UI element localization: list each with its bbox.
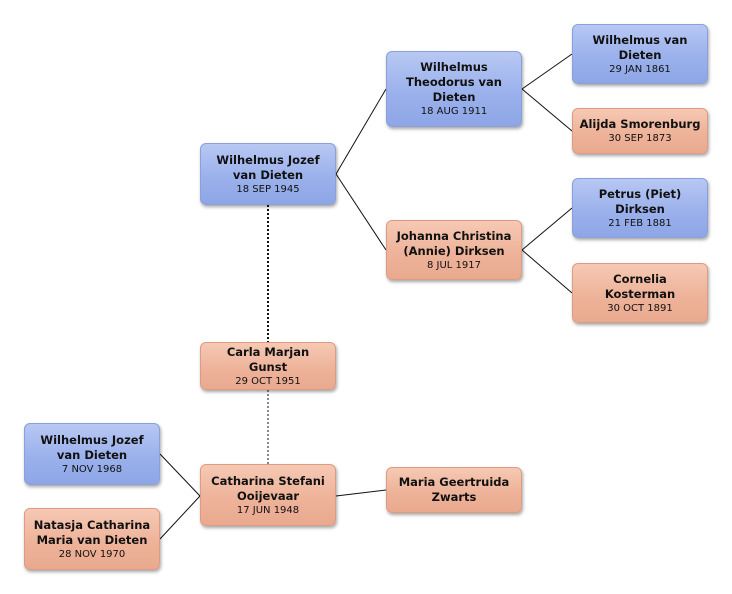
- person-name: Maria Geertruida Zwarts: [398, 475, 510, 504]
- person-birth-date: 7 NOV 1968: [61, 463, 123, 475]
- person-card-johanna-dirksen[interactable]: Johanna Christina (Annie) Dirksen 8 JUL …: [386, 220, 522, 280]
- connector-wj1945-wt1911: [335, 88, 387, 175]
- person-birth-date: 30 SEP 1873: [608, 133, 672, 144]
- person-name: Petrus (Piet) Dirksen: [598, 186, 682, 216]
- person-card-wilhelmus-jozef-1945[interactable]: Wilhelmus Jozef van Dieten 18 SEP 1945: [200, 143, 336, 205]
- person-name: Alijda Smorenburg: [579, 117, 701, 131]
- person-name: Carla Marjan Gunst: [226, 344, 310, 374]
- connector-natasja-catharina: [159, 495, 201, 540]
- person-birth-date: 21 FEB 1881: [608, 217, 672, 229]
- person-card-catharina-ooijevaar[interactable]: Catharina Stefani Ooijevaar 17 JUN 1948: [200, 464, 336, 526]
- person-birth-date: 28 NOV 1970: [58, 548, 126, 560]
- connector-wj1945-johanna: [335, 173, 387, 251]
- person-name: Wilhelmus Theodorus van Dieten: [405, 60, 502, 104]
- person-birth-date: 18 SEP 1945: [236, 183, 300, 195]
- person-card-maria-zwarts[interactable]: Maria Geertruida Zwarts: [386, 467, 522, 513]
- person-birth-date: 29 JAN 1861: [609, 63, 671, 75]
- person-birth-date: 30 OCT 1891: [607, 302, 673, 314]
- connector-wt1911-alijda: [521, 88, 573, 132]
- person-name: Wilhelmus van Dieten: [592, 32, 688, 62]
- person-name: Catharina Stefani Ooijevaar: [211, 473, 325, 503]
- person-name: Wilhelmus Jozef van Dieten: [40, 432, 144, 462]
- person-birth-date: 17 JUN 1948: [236, 504, 300, 516]
- person-card-wilhelmus-jozef-1968[interactable]: Wilhelmus Jozef van Dieten 7 NOV 1968: [24, 423, 160, 485]
- person-card-wilhelmus-1861[interactable]: Wilhelmus van Dieten 29 JAN 1861: [572, 24, 708, 84]
- person-birth-date: 29 OCT 1951: [235, 375, 301, 387]
- person-birth-date: 18 AUG 1911: [420, 106, 488, 117]
- connector-wj1968-catharina: [159, 453, 201, 497]
- person-name: Natasja Catharina Maria van Dieten: [33, 517, 151, 547]
- person-name: Johanna Christina (Annie) Dirksen: [396, 228, 512, 258]
- person-card-wilhelmus-theodorus[interactable]: Wilhelmus Theodorus van Dieten 18 AUG 19…: [386, 51, 522, 127]
- connector-johanna-petrus: [521, 207, 573, 251]
- person-card-petrus-dirksen[interactable]: Petrus (Piet) Dirksen 21 FEB 1881: [572, 178, 708, 238]
- connector-catharina-maria: [335, 489, 387, 497]
- person-birth-date: 8 JUL 1917: [426, 259, 481, 271]
- person-card-cornelia-kosterman[interactable]: Cornelia Kosterman 30 OCT 1891: [572, 263, 708, 323]
- person-name: Cornelia Kosterman: [604, 271, 676, 301]
- person-name: Wilhelmus Jozef van Dieten: [216, 152, 320, 182]
- person-card-carla-gunst[interactable]: Carla Marjan Gunst 29 OCT 1951: [200, 342, 336, 390]
- connector-wt1911-wv1861: [521, 53, 573, 90]
- person-card-alijda-smorenburg[interactable]: Alijda Smorenburg 30 SEP 1873: [572, 108, 708, 154]
- person-card-natasja-van-dieten[interactable]: Natasja Catharina Maria van Dieten 28 NO…: [24, 508, 160, 570]
- connector-johanna-cornelia: [521, 249, 573, 294]
